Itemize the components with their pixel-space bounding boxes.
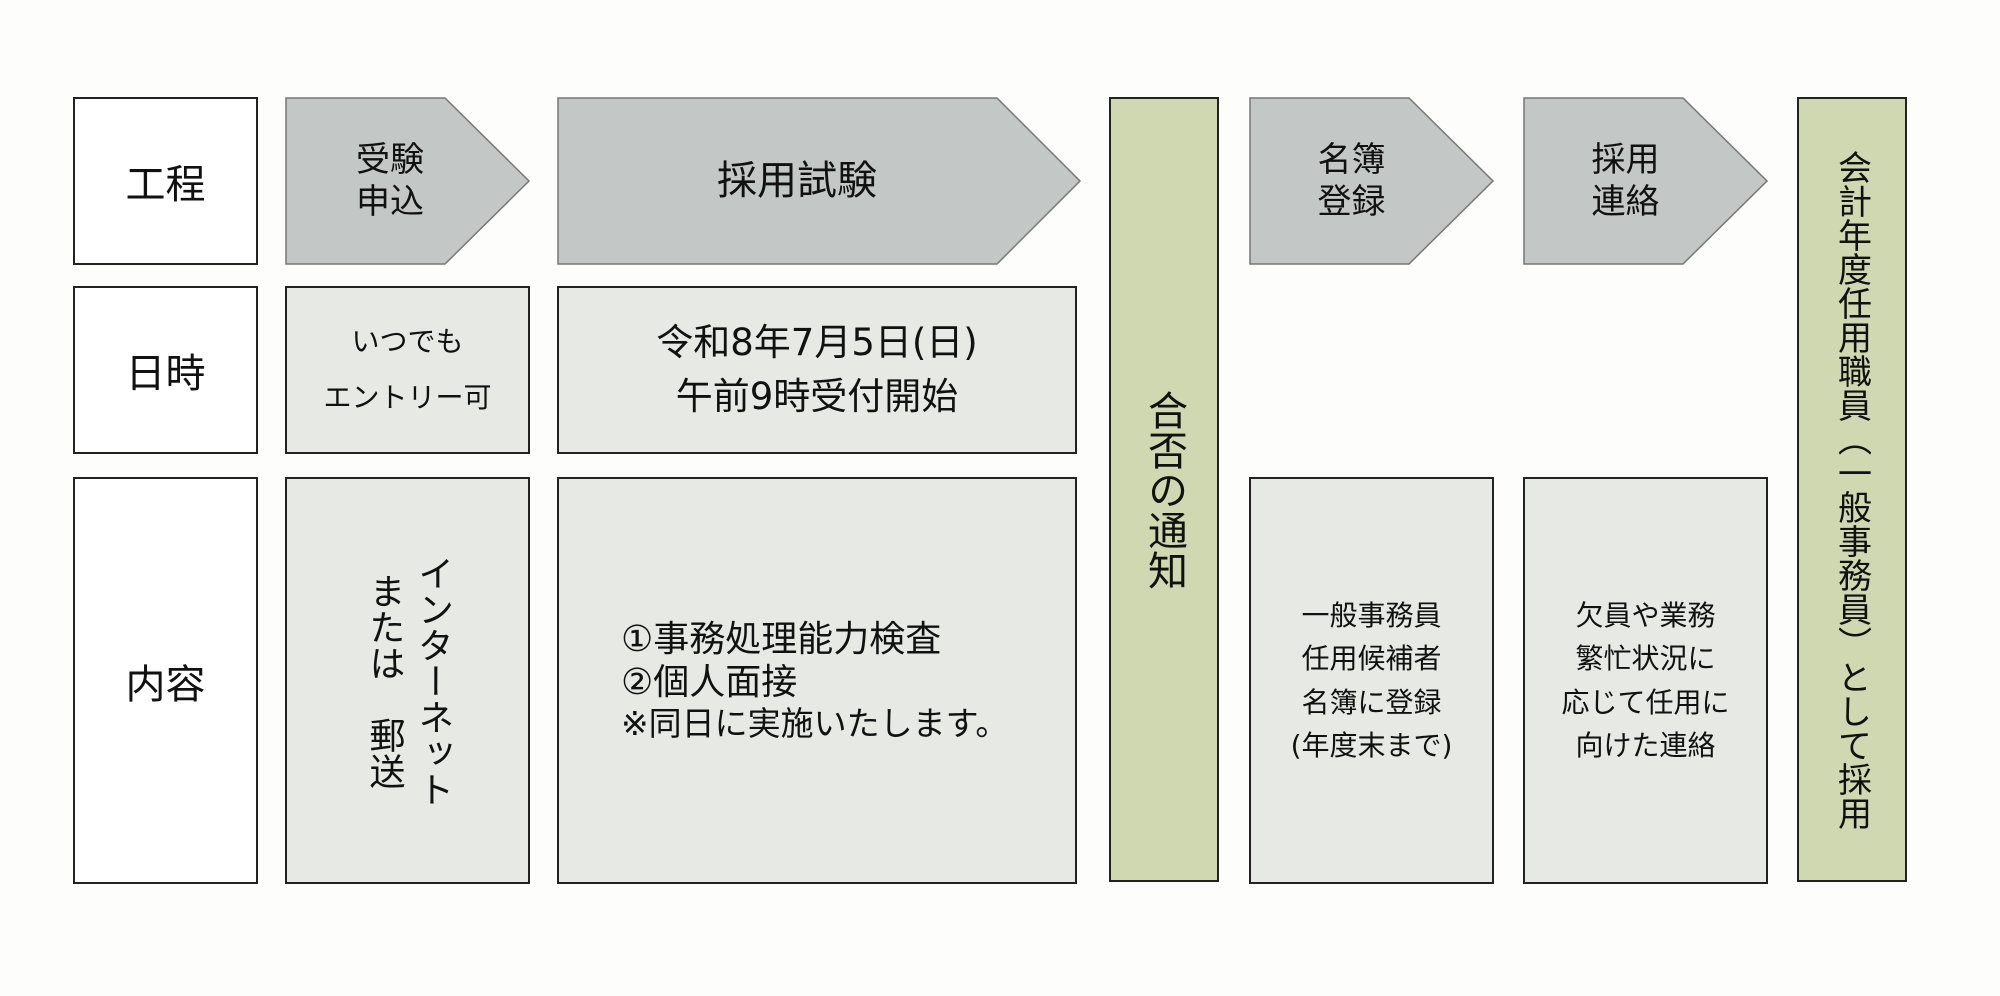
step-register-label: 名簿 登録	[1317, 139, 1386, 223]
row-label-process: 工程	[73, 97, 258, 265]
step-exam-arrow	[557, 97, 1082, 265]
datetime-exam-line1: 令和8年7月5日(日)	[656, 321, 978, 365]
row-label-datetime-text: 日時	[125, 351, 206, 397]
step-apply-arrow	[285, 97, 531, 265]
step-hire-label: 会計年度任用職員（一般事務員）として採用	[1831, 149, 1872, 830]
content-contact-line4: 向けた連絡	[1575, 728, 1716, 762]
content-exam-line1: ①事務処理能力検査	[621, 618, 942, 660]
content-exam-line2: ②個人面接	[621, 661, 798, 703]
step-notice-label: 合否の通知	[1141, 389, 1187, 590]
step-register-arrow	[1249, 97, 1495, 265]
content-exam-box: ①事務処理能力検査 ②個人面接 ※同日に実施いたします。	[557, 477, 1077, 884]
row-label-content-text: 内容	[125, 661, 206, 708]
step-notice-bar: 合否の通知	[1109, 97, 1219, 882]
step-hire-bar: 会計年度任用職員（一般事務員）として採用	[1797, 97, 1907, 882]
content-register-box: 一般事務員 任用候補者 名簿に登録 (年度末まで)	[1249, 477, 1494, 884]
datetime-exam-box: 令和8年7月5日(日) 午前9時受付開始	[557, 286, 1077, 454]
content-apply-box: インターネット または 郵送	[285, 477, 530, 884]
row-label-datetime: 日時	[73, 286, 258, 454]
step-apply-label: 受験 申込	[356, 139, 424, 223]
content-contact-line2: 繁忙状況に	[1575, 642, 1716, 676]
step-exam-label: 採用試験	[717, 158, 877, 204]
content-register-line4: (年度末まで)	[1290, 728, 1453, 762]
content-contact-box: 欠員や業務 繁忙状況に 応じて任用に 向けた連絡	[1523, 477, 1768, 884]
content-register-line3: 名簿に登録	[1301, 685, 1442, 719]
datetime-exam-line2: 午前9時受付開始	[675, 375, 959, 418]
row-label-content: 内容	[73, 477, 258, 884]
row-label-process-text: 工程	[125, 162, 206, 208]
content-register-line2: 任用候補者	[1301, 642, 1442, 676]
datetime-apply-line1: いつでも	[351, 325, 464, 358]
step-contact-label: 採用 連絡	[1591, 139, 1660, 223]
content-contact-line3: 応じて任用に	[1561, 685, 1730, 719]
datetime-apply-line2: エントリー可	[323, 381, 492, 414]
content-register-line1: 一般事務員	[1301, 598, 1442, 632]
datetime-apply-box: いつでも エントリー可	[285, 286, 530, 454]
content-exam-line3: ※同日に実施いたします。	[621, 703, 1009, 743]
step-contact-arrow	[1523, 97, 1769, 265]
content-apply-text: インターネット または 郵送	[363, 554, 454, 807]
content-contact-line1: 欠員や業務	[1575, 598, 1716, 632]
